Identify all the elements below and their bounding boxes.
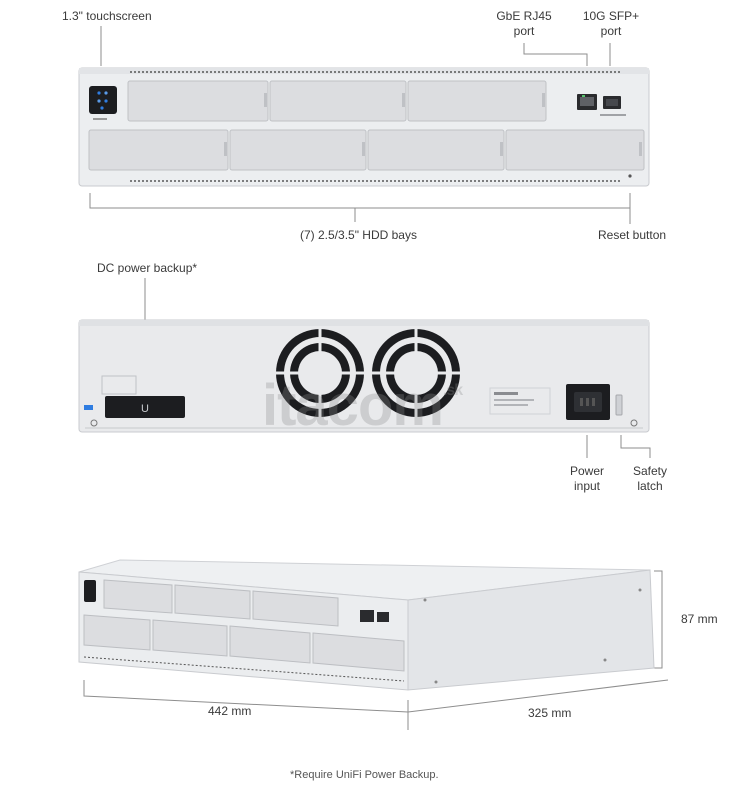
- latch-label-line2: latch: [637, 479, 663, 493]
- touchscreen-label: 1.3" touchscreen: [62, 9, 152, 23]
- watermark-suffix: .sk: [442, 382, 463, 399]
- footnote: *Require UniFi Power Backup.: [290, 769, 439, 781]
- power-input-label: Power input: [562, 464, 612, 494]
- power-label-line1: Power: [569, 464, 604, 478]
- touchscreen-display: [89, 86, 117, 114]
- hdd-bays-label: (7) 2.5/3.5" HDD bays: [300, 228, 417, 242]
- width-dimension: 442 mm: [208, 704, 252, 718]
- height-dimension: 87 mm: [681, 612, 718, 626]
- hdd-bay: [407, 80, 547, 122]
- power-label-line2: input: [573, 479, 601, 493]
- hdd-bay: [367, 129, 505, 171]
- dc-backup-label: DC power backup*: [97, 261, 198, 275]
- safety-latch: [615, 394, 623, 416]
- watermark-text: itacom: [262, 373, 444, 438]
- cooling-fan-left: [276, 329, 364, 417]
- front-view: [78, 67, 650, 187]
- hdd-bay: [269, 80, 407, 122]
- safety-latch-label: Safety latch: [624, 464, 676, 494]
- leader-lines: [83, 26, 669, 730]
- hdd-bay: [505, 129, 645, 171]
- rj45-label-line1: GbE RJ45: [496, 9, 552, 23]
- sfp-port-label: 10G SFP+ port: [580, 9, 642, 39]
- dc-backup-port: [105, 396, 185, 418]
- cooling-fan-right: [372, 329, 460, 417]
- svg-text:U: U: [141, 403, 149, 415]
- hdd-bay: [88, 129, 229, 171]
- hdd-bay: [229, 129, 367, 171]
- latch-label-line1: Safety: [632, 464, 668, 478]
- sfp-label-line2: port: [600, 24, 622, 38]
- rj45-port-label: GbE RJ45 port: [496, 9, 552, 39]
- sfp-label-line1: 10G SFP+: [582, 9, 640, 23]
- reset-button-label: Reset button: [598, 228, 667, 242]
- rj45-label-line2: port: [513, 24, 535, 38]
- rear-view: U: [78, 319, 650, 433]
- watermark: itacom.sk: [262, 372, 463, 439]
- hdd-bay: [127, 80, 269, 122]
- reset-button-hole: [628, 174, 632, 178]
- perspective-view: [78, 559, 655, 691]
- depth-dimension: 325 mm: [528, 706, 572, 720]
